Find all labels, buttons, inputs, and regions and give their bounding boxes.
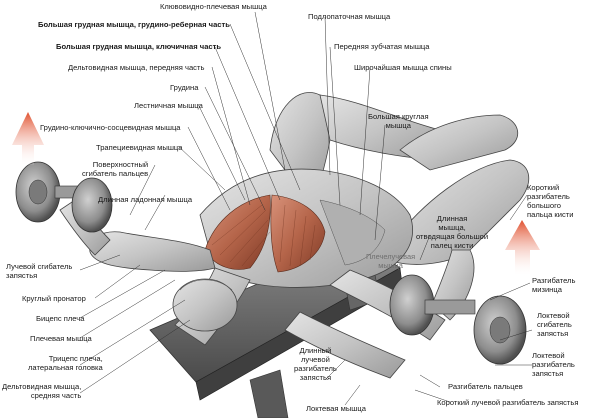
label-klyuvo: Клювовидно-плечевая мышца [160, 2, 267, 11]
label-bgm-klyuch: Большая грудная мышца, ключичная часть [56, 42, 222, 51]
label-grudina: Грудина [170, 83, 199, 92]
label-biceps: Бицепс плеча [36, 314, 85, 323]
label-razg-palc: Разгибатель пальцев [448, 382, 523, 391]
left-dumbbell [15, 161, 113, 233]
label-plecheluch: Плечелучевая мышца [366, 252, 416, 270]
up-arrow-right-icon [505, 220, 540, 275]
pectoralis-major [204, 194, 326, 273]
label-bgm-rebr: Большая грудная мышца, грудино-реберная … [38, 20, 230, 29]
label-plechevaya: Плечевая мышца [30, 334, 92, 343]
label-loktevaya: Локтевая мышца [306, 404, 366, 413]
label-lokt-sgib: Локтевой сгибатель запястья [537, 311, 572, 338]
label-korot-razg: Короткий разгибатель большого пальца кис… [527, 183, 574, 219]
label-kor-luch: Короткий лучевой разгибатель запястья [437, 398, 579, 407]
label-trapec: Трапециевидная мышца [96, 143, 183, 152]
label-lestnich: Лестничная мышца [134, 101, 203, 110]
label-bolsh-krug: Большая круглая мышца [368, 112, 429, 130]
leader-lines [79, 11, 533, 406]
label-krug-pron: Круглый пронатор [22, 294, 86, 303]
label-dlin-otvod: Длинная мышца, отводящая большой палец к… [416, 214, 489, 250]
label-dlin-luch: Длинный лучевой разгибатель запястья [294, 346, 337, 382]
label-delt-pered: Дельтовидная мышца, передняя часть [68, 63, 205, 72]
label-pod: Подлопаточная мышца [308, 12, 391, 21]
label-grud-kluch: Грудино-ключично-сосцевидная мышца [40, 123, 181, 132]
up-arrow-left-icon [12, 112, 44, 165]
label-shirochaishaya: Широчайшая мышца спины [354, 63, 452, 72]
label-luch-sgib: Лучевой сгибатель запястья [6, 262, 73, 280]
label-dlin-ladon: Длинная ладонная мышца [98, 195, 193, 204]
label-delt-sred: Дельтовидная мышца, средняя часть [2, 382, 82, 400]
label-perednyaya-zub: Передняя зубчатая мышца [334, 42, 430, 51]
label-razg-miz: Разгибатель мизинца [532, 276, 576, 294]
label-lokt-razg: Локтевой разгибатель запястья [532, 351, 575, 378]
right-dumbbell [389, 274, 527, 365]
label-poverh: Поверхностный сгибатель пальцев [82, 160, 149, 178]
label-triceps: Трицепс плеча, латеральная головка [28, 354, 103, 372]
head [172, 278, 238, 332]
